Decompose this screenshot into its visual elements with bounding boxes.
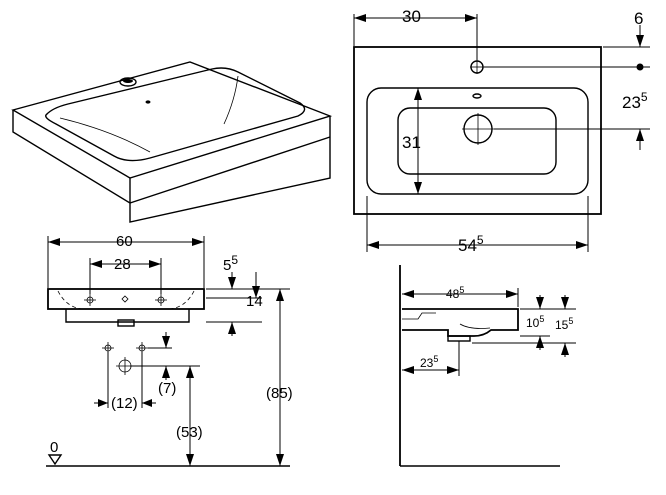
dim-10-5: 105 (526, 314, 544, 330)
dim-23-5-side: 235 (420, 354, 438, 370)
dim-28: 28 (114, 256, 131, 273)
isometric-view (11, 61, 333, 223)
dim-53: (53) (176, 424, 203, 441)
side-view (399, 265, 576, 467)
dim-6: 6 (634, 9, 643, 28)
dim-15-5: 155 (555, 316, 573, 332)
dim-60: 60 (116, 233, 133, 250)
dim-31: 31 (402, 133, 421, 152)
front-view (46, 236, 290, 467)
dimension-labels: 30 6 235 31 545 60 28 55 14 (7) (12) (53… (50, 7, 648, 456)
dim-5-5: 55 (223, 253, 238, 274)
dim-48-5: 485 (446, 285, 464, 301)
dim-7: (7) (158, 380, 176, 397)
dim-30: 30 (402, 7, 421, 26)
dim-54-5: 545 (458, 233, 484, 255)
floor-zero-label: 0 (50, 439, 58, 456)
top-view (353, 14, 650, 252)
wall-fittings (94, 332, 200, 466)
dim-85: (85) (266, 385, 293, 402)
dim-23-5-top: 235 (622, 90, 648, 112)
dim-12: (12) (111, 395, 138, 412)
dim-14: 14 (246, 293, 263, 310)
